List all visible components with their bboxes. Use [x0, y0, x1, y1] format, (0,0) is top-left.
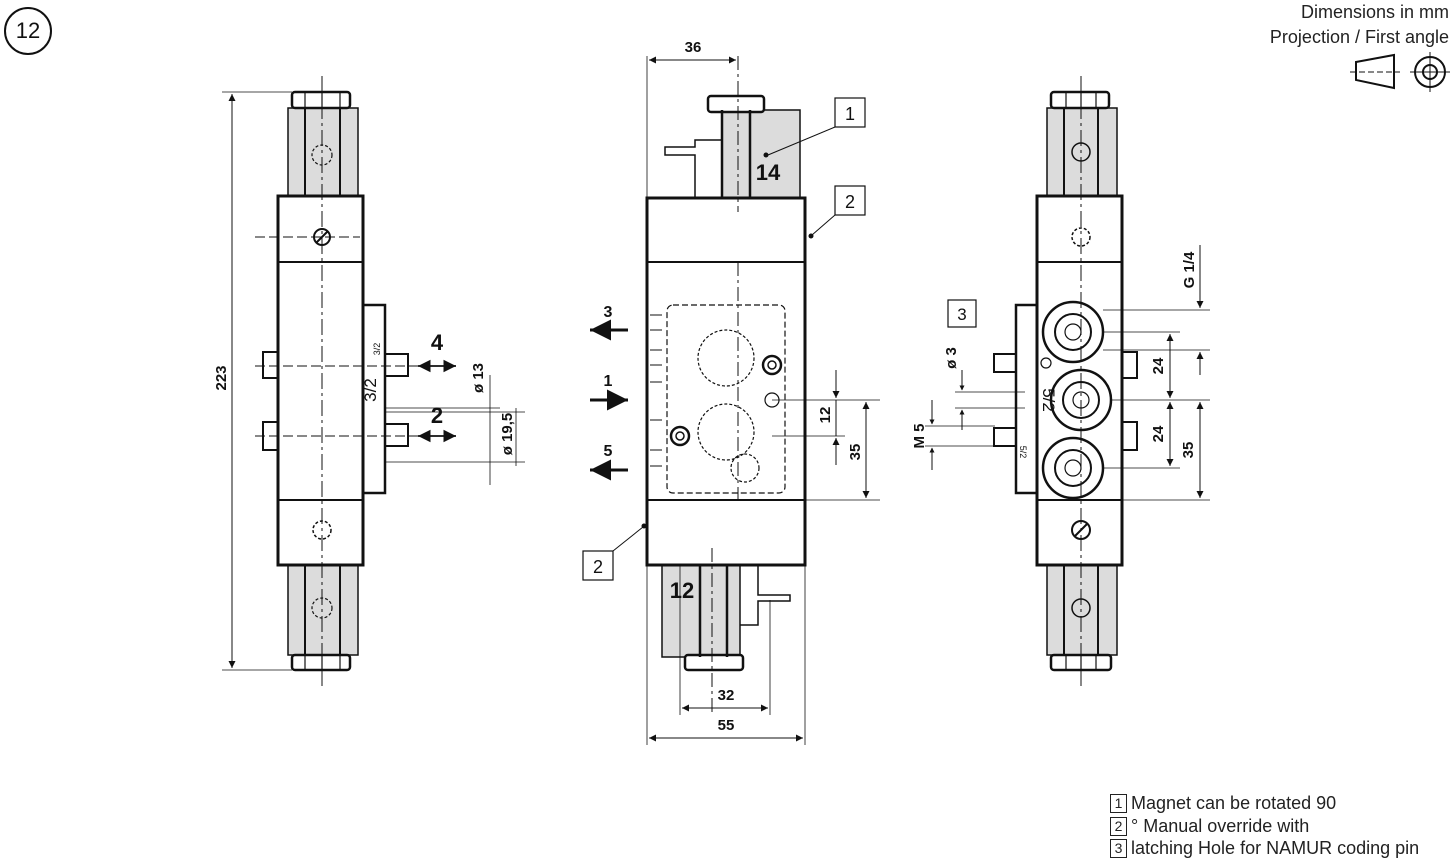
dim-24-a-label: 24 [1150, 357, 1167, 374]
port-3-label: 3 [604, 304, 613, 321]
section-number: 12 [4, 7, 52, 55]
callout-1: 1 [845, 104, 855, 124]
legend-number: 1 [1110, 794, 1127, 813]
diameter-13-label: ø 13 [470, 363, 487, 393]
bottom-32-label: 32 [718, 687, 735, 704]
legend-text: Magnet can be rotated 90 [1131, 793, 1337, 813]
units-note: Dimensions in mm [1300, 2, 1449, 22]
port-5-label: 5 [604, 443, 613, 460]
left-side-view: 223 3/2 3/2 4 2 ø 13 ø 19,5 [213, 76, 525, 690]
legend-text: latching Hole for NAMUR coding pin [1131, 838, 1420, 858]
callout-3: 3 [957, 305, 966, 324]
coil-14-label: 14 [756, 160, 781, 185]
right-small-label: 5/2 [1018, 446, 1028, 459]
left-function-label: 3/2 [361, 378, 380, 402]
legend-number: 2 [1110, 816, 1127, 836]
legend-number: 3 [1110, 839, 1127, 858]
callout-2-bottom: 2 [593, 557, 603, 577]
callout-2-top: 2 [845, 192, 855, 212]
left-small-label: 3/2 [372, 343, 382, 356]
dim-24-b-label: 24 [1150, 425, 1167, 442]
top-width-36-label: 36 [685, 39, 702, 56]
projection-note: Projection / First angle [1269, 27, 1449, 47]
dim-35-label: 35 [847, 444, 864, 461]
legend-item: 2° Manual override with [1110, 815, 1419, 838]
dim-35-right-label: 35 [1180, 442, 1197, 459]
thread-g14-label: G 1/4 [1181, 251, 1198, 288]
right-side-view: 5/2 5/2 G 1/4 24 24 35 ø 3 M 5 3 [911, 76, 1210, 690]
bottom-55-label: 55 [718, 717, 735, 734]
port-2-label: 2 [431, 403, 443, 428]
legend-text: ° Manual override with [1131, 815, 1310, 836]
port-4-label: 4 [431, 330, 444, 355]
drawing-header: Dimensions in mm Projection / First angl… [1270, 0, 1449, 50]
center-front-view: 14 12 3 1 [582, 39, 880, 745]
right-function-label: 5/2 [1039, 388, 1058, 412]
thread-m5-label: M 5 [911, 423, 928, 448]
coil-12-label: 12 [670, 578, 694, 603]
port-1-label: 1 [604, 373, 613, 390]
diameter-19-5-label: ø 19,5 [499, 413, 516, 456]
dim-12-label: 12 [817, 407, 834, 424]
diameter-3-label: ø 3 [943, 347, 960, 369]
overall-height-label: 223 [213, 365, 230, 390]
first-angle-projection-icon [1350, 52, 1450, 92]
